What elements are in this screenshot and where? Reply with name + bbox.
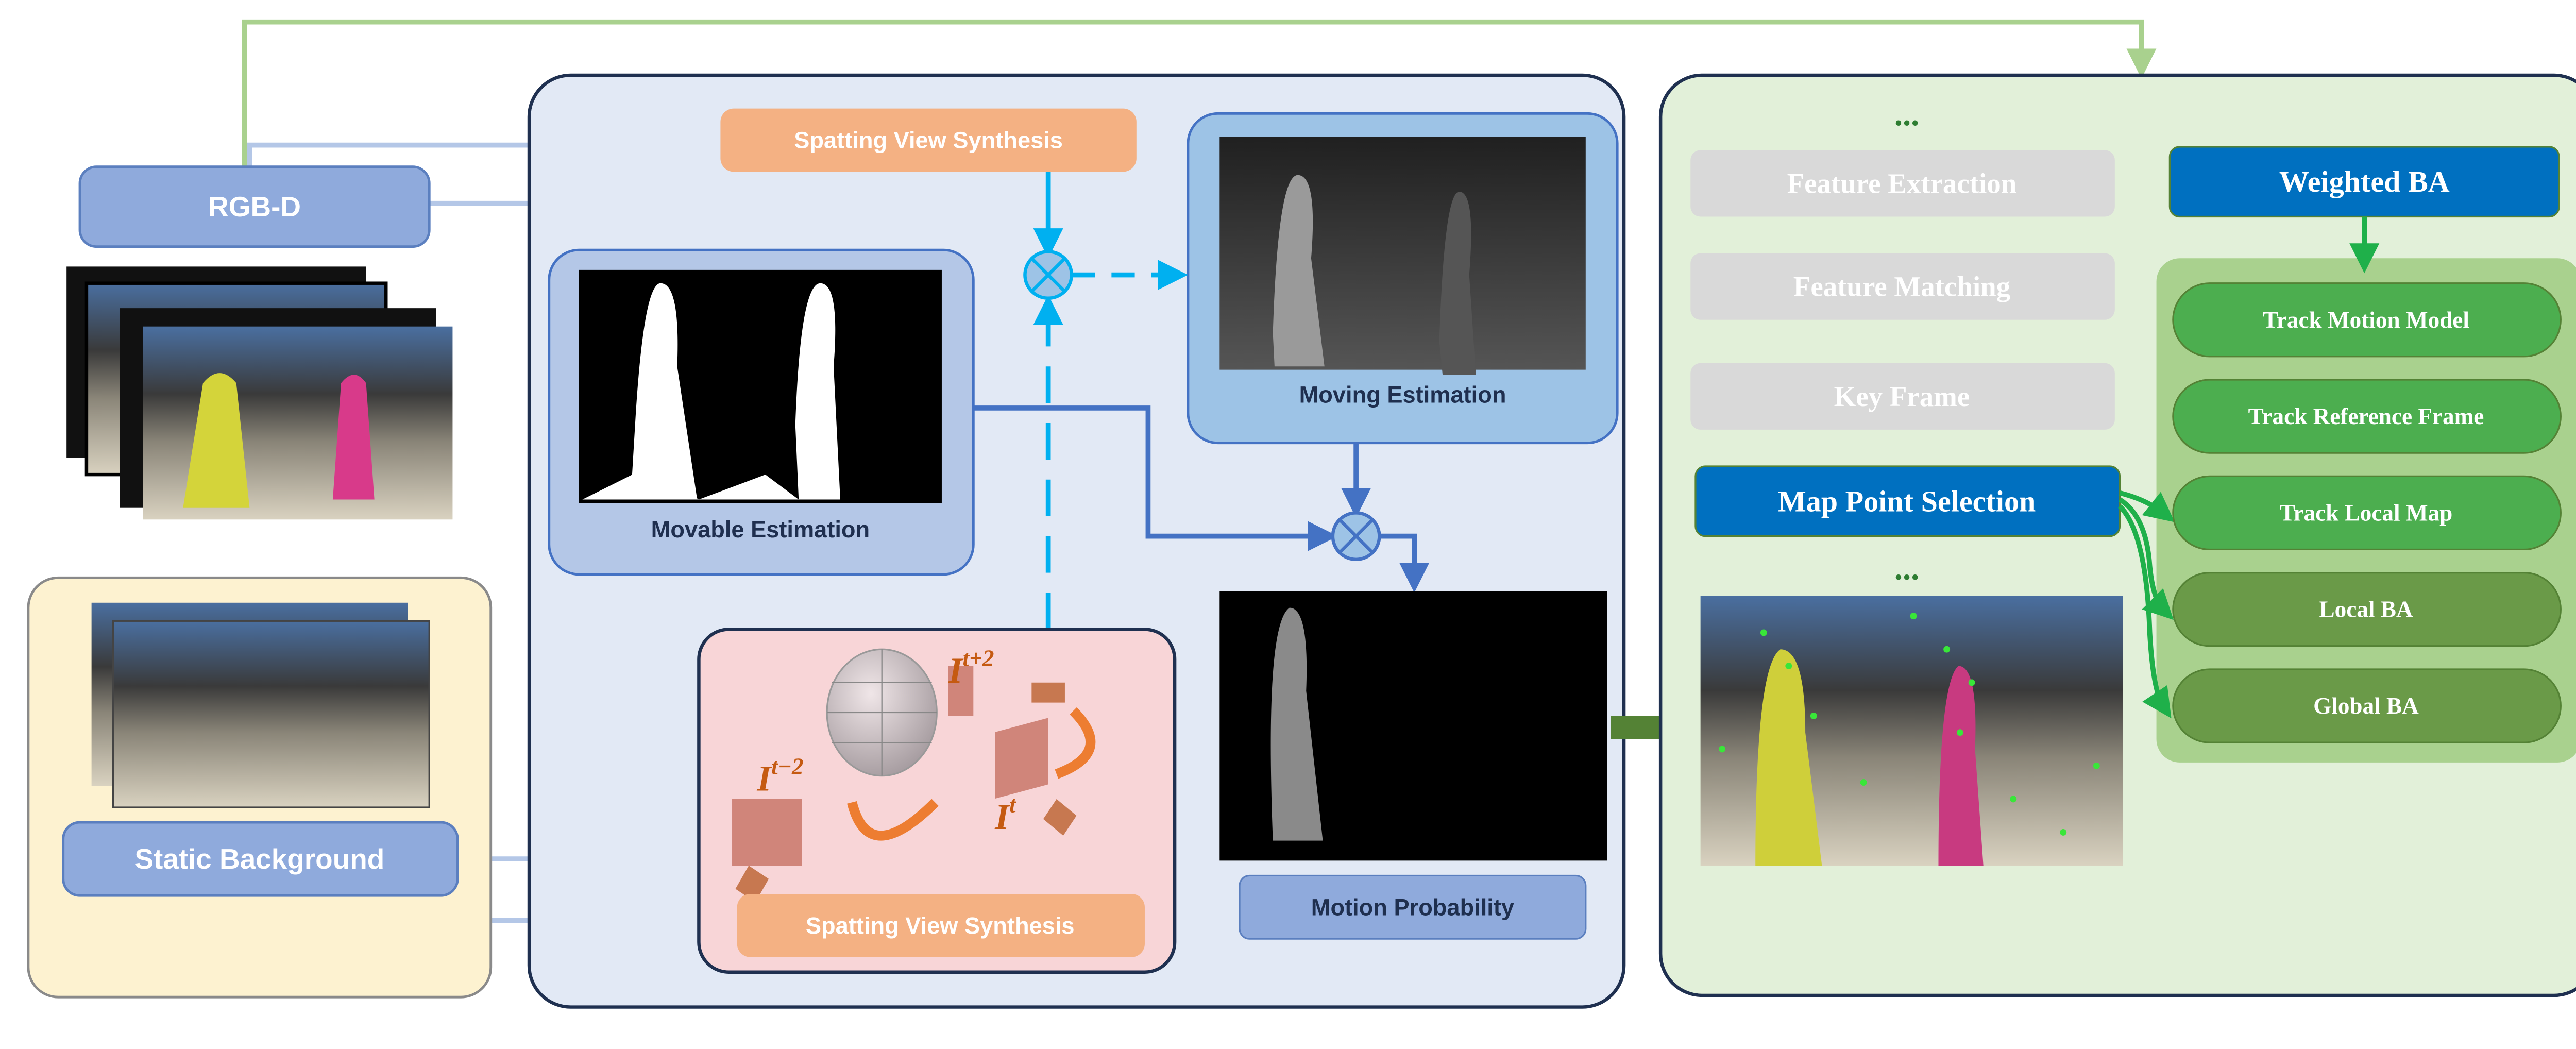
image-plane-t-plus-2 bbox=[948, 666, 974, 716]
step-feature-extraction: Feature Extraction bbox=[1690, 150, 2115, 217]
multi-view-panel: It−2 It+2 It bbox=[697, 628, 1177, 974]
top-connector-arrow bbox=[242, 19, 2157, 167]
curved-arrow-icon bbox=[1055, 707, 1096, 779]
multiply-node-1 bbox=[1023, 250, 1074, 300]
step-weighted-ba: Weighted BA bbox=[2168, 146, 2560, 218]
svg-text:Track Reference Frame: Track Reference Frame bbox=[2248, 403, 2484, 429]
svg-text:Feature Matching: Feature Matching bbox=[1793, 271, 2010, 302]
frame-label-t-minus-2: It−2 bbox=[756, 753, 803, 799]
camera-icon bbox=[1031, 682, 1065, 703]
track-local-map: Track Local Map bbox=[2172, 475, 2562, 551]
rgbd-frame-stack bbox=[66, 266, 453, 520]
moving-estimation-panel: Moving Estimation bbox=[1187, 112, 1619, 445]
global-ba: Global BA bbox=[2172, 668, 2562, 743]
step-map-point-selection: Map Point Selection bbox=[1694, 465, 2121, 537]
movable-estimation-panel: Movable Estimation bbox=[548, 248, 975, 576]
image-plane-t-minus-2 bbox=[732, 799, 802, 866]
step-key-frame: Key Frame bbox=[1690, 363, 2115, 430]
svg-text:Spatting View Synthesis: Spatting View Synthesis bbox=[806, 912, 1075, 939]
camera-icon bbox=[735, 866, 769, 903]
svg-text:Map Point Selection: Map Point Selection bbox=[1778, 484, 2036, 518]
svg-text:Movable Estimation: Movable Estimation bbox=[651, 516, 870, 543]
rgbd-box: RGB-D bbox=[78, 165, 431, 248]
spatting-view-synthesis-top: Spatting View Synthesis bbox=[720, 108, 1137, 172]
svg-text:Global BA: Global BA bbox=[2313, 693, 2419, 719]
svg-text:Static Background: Static Background bbox=[134, 843, 384, 875]
map-points-image bbox=[1700, 596, 2123, 866]
track-reference-frame: Track Reference Frame bbox=[2172, 379, 2562, 454]
ellipsis-bottom: ... bbox=[1894, 550, 1919, 587]
svg-text:Motion Probability: Motion Probability bbox=[1311, 894, 1514, 920]
image-plane-t bbox=[995, 718, 1048, 799]
multiply-node-2 bbox=[1331, 511, 1381, 562]
svg-text:Local BA: Local BA bbox=[2319, 597, 2413, 622]
svg-text:Weighted BA: Weighted BA bbox=[2279, 165, 2450, 198]
svg-text:Track Motion Model: Track Motion Model bbox=[2263, 307, 2469, 333]
frame-label-t: It bbox=[994, 792, 1016, 837]
curved-arrow-icon bbox=[847, 799, 939, 841]
track-motion-model: Track Motion Model bbox=[2172, 282, 2562, 358]
svg-text:Spatting View Synthesis: Spatting View Synthesis bbox=[794, 127, 1063, 153]
svg-text:Key Frame: Key Frame bbox=[1834, 381, 1970, 412]
local-ba: Local BA bbox=[2172, 572, 2562, 647]
cyan-connectors bbox=[1033, 172, 1188, 630]
static-background-panel bbox=[27, 576, 493, 999]
step-feature-matching: Feature Matching bbox=[1690, 253, 2115, 320]
camera-icon bbox=[1043, 799, 1077, 836]
svg-text:Feature Extraction: Feature Extraction bbox=[1787, 167, 2017, 199]
svg-text:Track Local Map: Track Local Map bbox=[2280, 500, 2453, 526]
svg-text:RGB-D: RGB-D bbox=[208, 191, 301, 223]
svg-text:Moving Estimation: Moving Estimation bbox=[1299, 382, 1506, 408]
map-point-arrows bbox=[2118, 490, 2175, 719]
motion-probability-output: Motion Probability bbox=[1219, 591, 1607, 940]
spatting-view-synthesis-bottom: Spatting View Synthesis bbox=[737, 893, 1145, 957]
ellipsis-top: ... bbox=[1894, 95, 1919, 132]
frame-label-t-plus-2: It+2 bbox=[948, 646, 994, 691]
static-background-box: Static Background bbox=[62, 821, 459, 897]
blue-connectors bbox=[973, 405, 1430, 593]
